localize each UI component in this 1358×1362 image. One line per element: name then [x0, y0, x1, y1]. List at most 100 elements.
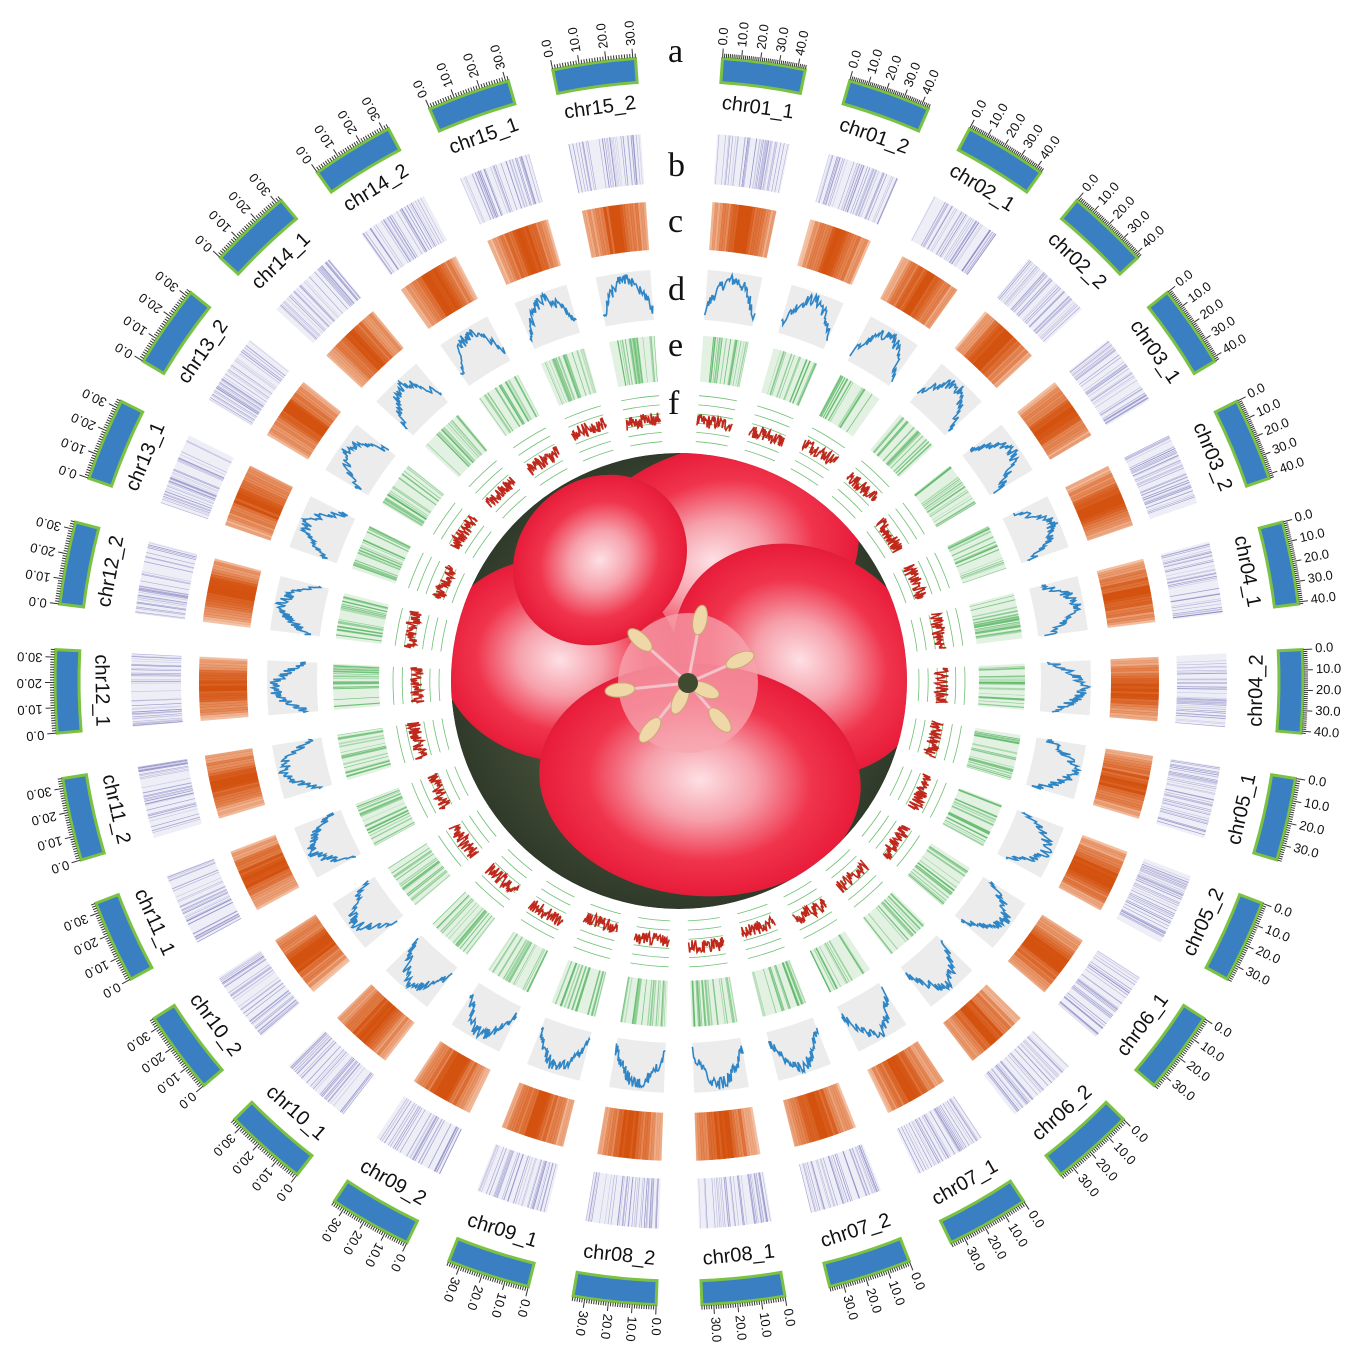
tick-mark: [349, 1213, 353, 1218]
track-b-stripe: [212, 393, 255, 421]
track-b-stripe: [1087, 368, 1130, 398]
tick-mark: [1029, 160, 1033, 165]
tick-mark: [891, 1268, 894, 1273]
track-b-stripe: [216, 385, 260, 414]
track-e-stripe: [653, 335, 658, 382]
tick-mark: [1184, 311, 1189, 315]
track-b-stripe: [953, 223, 982, 266]
track-f-grid: [743, 929, 778, 942]
track-e-stripe: [907, 875, 943, 906]
tick-mark: [606, 1301, 609, 1312]
tick-mark: [898, 91, 901, 97]
track-b-stripe: [1176, 660, 1227, 663]
track-c-bin: [427, 1048, 455, 1092]
track-e-bg: [913, 465, 977, 528]
track-e-stripe: [873, 417, 905, 454]
tick-mark: [1081, 200, 1086, 204]
track-e-stripe: [401, 473, 440, 502]
track-e-stripe: [357, 551, 401, 570]
tick-mark: [1259, 447, 1264, 451]
track-b-stripe: [414, 1117, 440, 1162]
tick-mark: [56, 592, 61, 595]
tick-mark: [483, 82, 486, 88]
tick-mark: [1163, 1075, 1172, 1082]
track-c-bin: [642, 202, 650, 251]
track-f-grid: [787, 888, 817, 906]
tick-label: 30.0: [1307, 567, 1334, 586]
track-e-stripe: [504, 381, 529, 422]
tick-mark: [475, 85, 478, 90]
track-b-stripe: [149, 808, 198, 822]
tick-label: 30.0: [773, 26, 792, 53]
track-b-stripe: [938, 1105, 966, 1149]
track-b-stripe: [1169, 766, 1219, 776]
track-c-bin: [884, 1059, 910, 1104]
track-e-stripe: [970, 748, 1017, 761]
tick-mark: [1178, 303, 1183, 307]
tick-mark: [1064, 1172, 1068, 1176]
track-b-stripe: [743, 137, 751, 188]
track-b-stripe: [533, 1161, 547, 1210]
track-b-stripe: [843, 163, 861, 211]
track-e-stripe: [822, 377, 846, 419]
track-b-stripe: [622, 135, 629, 186]
track-c-bin: [253, 880, 298, 906]
track-e-stripe: [783, 356, 800, 400]
track-e-stripe: [548, 360, 567, 404]
track-c-bin: [701, 1112, 708, 1161]
tick-mark: [88, 450, 97, 455]
track-b-stripe: [408, 1114, 435, 1159]
tick-mark: [763, 57, 766, 62]
track-e-stripe: [709, 336, 716, 383]
track-e-stripe: [824, 378, 849, 420]
track-b-stripe: [218, 383, 261, 411]
track-c-bin: [952, 1013, 986, 1053]
track-b-stripe: [1020, 1042, 1056, 1080]
track-b-stripe: [1029, 291, 1065, 328]
track-e-stripe: [504, 940, 529, 981]
track-b-stripe: [436, 1127, 460, 1173]
track-e-stripe: [828, 940, 853, 981]
track-b-stripe: [987, 1071, 1020, 1112]
track-b-stripe: [179, 886, 226, 908]
track-e-stripe: [498, 384, 525, 425]
tick-mark: [229, 240, 233, 245]
track-b-stripe: [1129, 448, 1176, 470]
track-b-stripe: [171, 869, 219, 890]
track-d-bg: [847, 316, 918, 386]
tick-mark: [187, 1070, 191, 1074]
track-c-bin: [418, 276, 447, 319]
tick-mark: [1173, 1062, 1178, 1066]
tick-mark: [1290, 552, 1295, 555]
tick-mark: [1062, 1173, 1067, 1178]
tick-label: 20.0: [863, 1286, 885, 1315]
track-b-stripe: [245, 985, 286, 1017]
tick-mark: [883, 86, 887, 91]
track-b-stripe: [164, 493, 212, 511]
track-c-bin: [782, 1099, 798, 1147]
track-b-stripe: [857, 169, 877, 217]
tick-mark: [167, 1045, 172, 1049]
tick-mark: [993, 137, 997, 142]
tick-mark: [437, 99, 440, 105]
tick-mark: [103, 932, 108, 936]
track-b-stripe: [260, 1002, 299, 1035]
track-c-bin: [1031, 928, 1073, 959]
track-e-stripe: [437, 432, 471, 466]
track-e-stripe: [738, 341, 749, 388]
tick-mark: [230, 238, 235, 243]
track-b-stripe: [733, 1176, 740, 1226]
track-e-stripe: [366, 809, 409, 832]
track-b-stripe: [1096, 952, 1139, 981]
tick-mark: [1267, 468, 1272, 471]
track-b-stripe: [320, 1058, 355, 1097]
track-c-bin: [283, 926, 326, 957]
track-d-line: [916, 379, 965, 432]
track-b-stripe: [631, 1177, 637, 1227]
track-c-bin: [959, 1007, 994, 1046]
track-c-bin: [716, 202, 724, 251]
track-b-stripe: [187, 901, 233, 925]
track-e-stripe: [967, 763, 1012, 777]
tick-mark: [775, 1298, 777, 1303]
